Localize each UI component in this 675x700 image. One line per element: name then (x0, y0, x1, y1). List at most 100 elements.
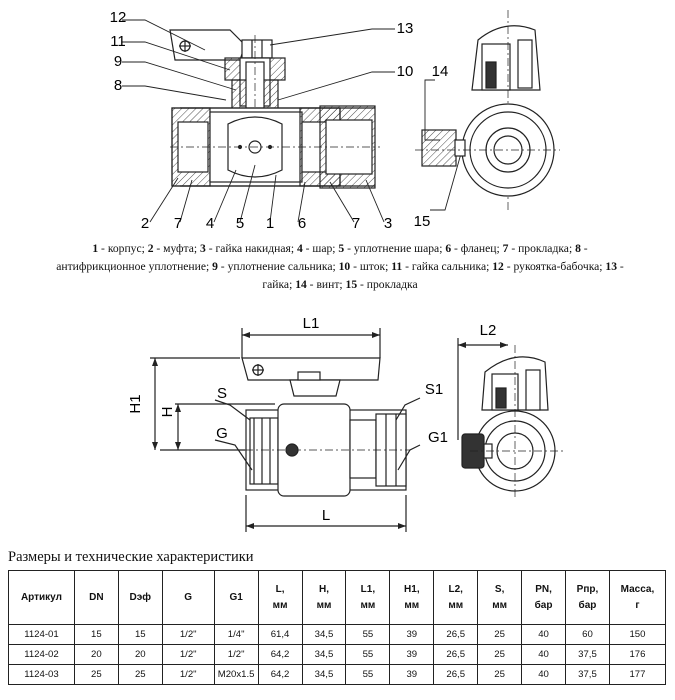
legend-item: 1 - корпус; (92, 242, 147, 255)
table-header-text: H, (318, 583, 329, 595)
legend-item: 2 - муфта; (148, 242, 200, 255)
table-header-cell: Dэф (117, 570, 163, 625)
dim-l-label: L (322, 507, 330, 524)
table-header-text: DN (89, 591, 104, 603)
table-header-cell: DN (73, 570, 119, 625)
callout-7-right: 7 (352, 215, 360, 232)
table-header-cell: PN, бар (521, 570, 567, 625)
table-cell: 25 (73, 664, 119, 685)
legend-item-text: - муфта; (153, 242, 201, 255)
table-header-text: мм (272, 599, 288, 611)
legend-item-number: 3 (200, 242, 206, 255)
table-header-text: L1, (360, 583, 376, 595)
legend-item-number: 6 (445, 242, 452, 255)
legend-item-number: 14 (295, 278, 307, 291)
table-cell: 34,5 (301, 644, 347, 665)
callout-12: 12 (110, 9, 127, 26)
callout-15: 15 (414, 213, 431, 230)
legend-item-text: - рукоятка-бабочка; (503, 260, 606, 273)
legend-item-text: - шток; (350, 260, 392, 273)
table-header-cell: L2,мм (433, 570, 479, 625)
callout-11: 11 (110, 33, 126, 50)
technical-drawing: 12 11 9 8 13 10 14 15 2 7 4 5 1 6 7 3 (110, 9, 565, 532)
table-cell: 34,5 (301, 624, 347, 645)
table-cell: 55 (345, 644, 391, 665)
table-cell: 40 (521, 664, 567, 685)
legend-item: 4 - шар; (297, 242, 338, 255)
callout-9: 9 (114, 53, 122, 70)
table-header-text: Масса, (620, 583, 655, 595)
table-header-cell: G (161, 570, 215, 625)
table-cell: 39 (389, 664, 435, 685)
callout-2: 2 (141, 215, 149, 232)
dim-l1-label: L1 (303, 315, 320, 332)
callout-3: 3 (384, 215, 392, 232)
legend-item-number: 2 (147, 242, 154, 255)
legend-item: 15 - прокладка (346, 278, 418, 291)
table-cell: 1124-02 (8, 644, 75, 665)
table-header-text: L2, (448, 583, 463, 595)
callout-14: 14 (432, 63, 449, 80)
table-header-text: G1 (229, 591, 243, 603)
legend-item-number: 5 (338, 242, 345, 255)
legend-item: 3 - гайка накидная; (200, 242, 297, 255)
legend-item-text: - винт; (306, 278, 346, 291)
legend-item-number: 9 (212, 260, 218, 273)
table-header-text: мм (404, 599, 420, 611)
legend-item-text: - уплотнение сальника; (217, 260, 339, 273)
callout-1: 1 (266, 215, 274, 232)
legend-item-number: 10 (338, 260, 351, 273)
table-cell: 64,2 (257, 664, 303, 685)
table-header-cell: H1, мм (389, 570, 435, 625)
legend-item-number: 15 (345, 278, 358, 291)
table-header-text: H1, (404, 583, 420, 595)
table-header-cell: Pпр, бар (565, 570, 610, 625)
table-header-cell: Масса,г (608, 570, 667, 625)
legend-item-number: 8 (575, 242, 581, 255)
legend-item-text: - уплотнение шара; (344, 242, 446, 255)
callout-10: 10 (397, 63, 414, 80)
legend-item-text: - шар; (302, 242, 339, 255)
table-cell: 40 (521, 624, 567, 645)
legend-item-text: - антифрикционное уплотнение; (56, 242, 588, 273)
table-cell: 1/2" (213, 644, 259, 665)
legend-item: 13 - гайка; (262, 260, 623, 291)
table-cell: 1/2" (161, 664, 215, 685)
table-header-text: мм (492, 599, 508, 611)
table-header-text: бар (534, 599, 553, 611)
table-cell: 60 (565, 624, 610, 645)
table-cell: 26,5 (433, 664, 479, 685)
table-header-cell: S,мм (477, 570, 523, 625)
legend-item-text: - фланец; (451, 242, 503, 255)
table-cell: 1/2" (161, 624, 215, 645)
table-header-text: PN, (535, 583, 552, 595)
table-header-text: Артикул (20, 591, 62, 603)
dim-s-label: S (217, 385, 227, 402)
legend-item-text: - прокладка; (508, 242, 576, 255)
dim-g1-label: G1 (428, 429, 448, 446)
table-cell: 15 (73, 624, 119, 645)
legend-item-text: - гайка; (262, 260, 624, 291)
table-header-text: бар (578, 599, 597, 611)
legend-item-text: - гайка накидная; (205, 242, 297, 255)
table-cell: 15 (117, 624, 163, 645)
table-cell: 25 (477, 664, 523, 685)
table-header-text: G (184, 591, 193, 603)
legend-item-number: 13 (605, 260, 618, 273)
legend-item: 9 - уплотнение сальника; (212, 260, 339, 273)
table-cell: 37,5 (565, 664, 610, 685)
callout-4: 4 (206, 215, 214, 232)
table-cell: 1124-01 (8, 624, 75, 645)
legend-item-number: 12 (492, 260, 504, 273)
table-cell: 26,5 (433, 624, 479, 645)
table-header-text: мм (316, 599, 332, 611)
table-header-text: Pпр, (576, 583, 599, 595)
legend-item-number: 4 (296, 242, 303, 255)
table-cell: 37,5 (565, 644, 610, 665)
table-cell: 177 (608, 664, 667, 685)
legend-item-text: - гайка сальника; (402, 260, 493, 273)
